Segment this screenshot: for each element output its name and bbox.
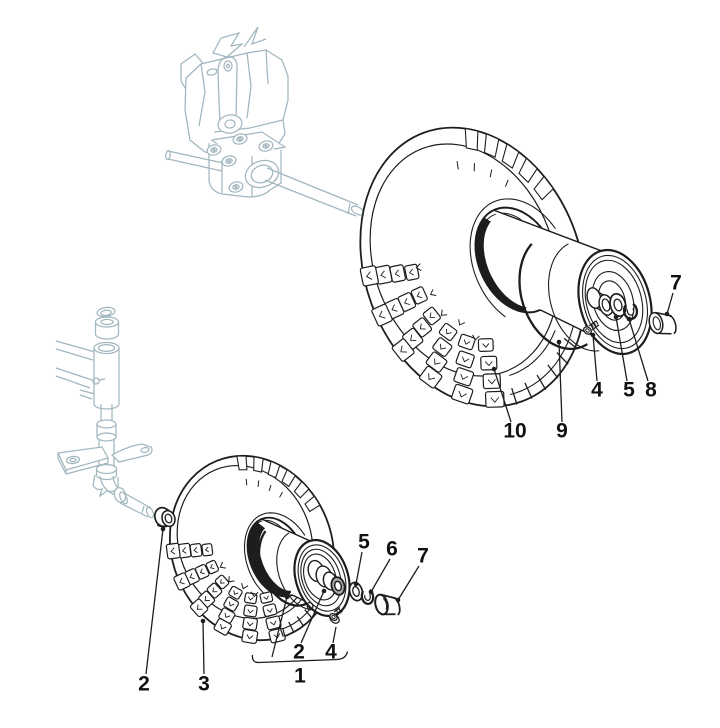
callout-dot-3 bbox=[200, 618, 206, 624]
callout-dot-10 bbox=[491, 366, 497, 372]
callout-dot-1 bbox=[284, 594, 290, 600]
callout-label-front-wheel-1: 1 bbox=[294, 664, 306, 688]
callout-dot-7 bbox=[664, 311, 670, 317]
callout-leader-6 bbox=[370, 558, 391, 593]
callout-label-rear-wheel-8: 8 bbox=[645, 378, 657, 402]
callout-dot-9 bbox=[556, 339, 562, 345]
callout-label-front-wheel-6: 6 bbox=[386, 537, 398, 561]
callout-label-front-wheel-3: 3 bbox=[198, 672, 210, 696]
callout-leader-7 bbox=[666, 292, 674, 315]
callout-leader-4 bbox=[332, 626, 337, 644]
rear-wheel-assembly bbox=[359, 126, 653, 408]
callout-label-rear-wheel-4: 4 bbox=[591, 378, 603, 402]
callout-dot-4 bbox=[590, 332, 596, 338]
rear-hub-parts bbox=[583, 287, 677, 335]
callout-label-front-wheel-4: 4 bbox=[325, 640, 337, 664]
callout-leader-7 bbox=[397, 565, 420, 601]
callout-label-front-wheel-2: 2 bbox=[138, 672, 150, 696]
front-hub-parts bbox=[306, 559, 401, 624]
callout-dot-7 bbox=[395, 597, 401, 603]
callout-dot-5 bbox=[613, 314, 619, 320]
callout-leader-8 bbox=[628, 318, 649, 382]
rear-tread-knobs bbox=[359, 263, 505, 408]
front-wheel-assembly bbox=[165, 454, 351, 645]
callout-leader-lines bbox=[145, 292, 674, 675]
callout-label-rear-wheel-10: 10 bbox=[503, 419, 527, 443]
callout-dot-8 bbox=[626, 316, 632, 322]
callout-label-front-wheel-2: 2 bbox=[293, 640, 305, 664]
group-bracket bbox=[251, 651, 349, 664]
callout-leader-3 bbox=[202, 620, 205, 675]
callout-dot-5 bbox=[353, 581, 359, 587]
callout-dot-6 bbox=[368, 589, 374, 595]
callout-label-front-wheel-5: 5 bbox=[358, 530, 370, 554]
callout-label-rear-wheel-7: 7 bbox=[670, 271, 682, 295]
callout-leader-2 bbox=[145, 528, 164, 675]
callout-label-front-wheel-7: 7 bbox=[417, 544, 429, 568]
callout-leader-9 bbox=[558, 341, 563, 423]
spindle-bushing-part bbox=[153, 506, 176, 528]
transaxle-assembly-ghost bbox=[165, 26, 365, 217]
callout-leader-10 bbox=[493, 368, 512, 423]
steering-knuckle-ghost bbox=[55, 306, 155, 519]
callout-dot-2 bbox=[160, 526, 166, 532]
callout-leader-5 bbox=[355, 551, 363, 585]
callout-leader-2 bbox=[300, 590, 325, 644]
callout-leader-4 bbox=[592, 334, 598, 382]
callout-label-rear-wheel-9: 9 bbox=[556, 419, 568, 443]
callout-label-rear-wheel-5: 5 bbox=[623, 378, 635, 402]
callout-dot-2 bbox=[321, 588, 327, 594]
callout-leader-5 bbox=[615, 316, 628, 382]
callout-leader-1 bbox=[271, 596, 288, 658]
